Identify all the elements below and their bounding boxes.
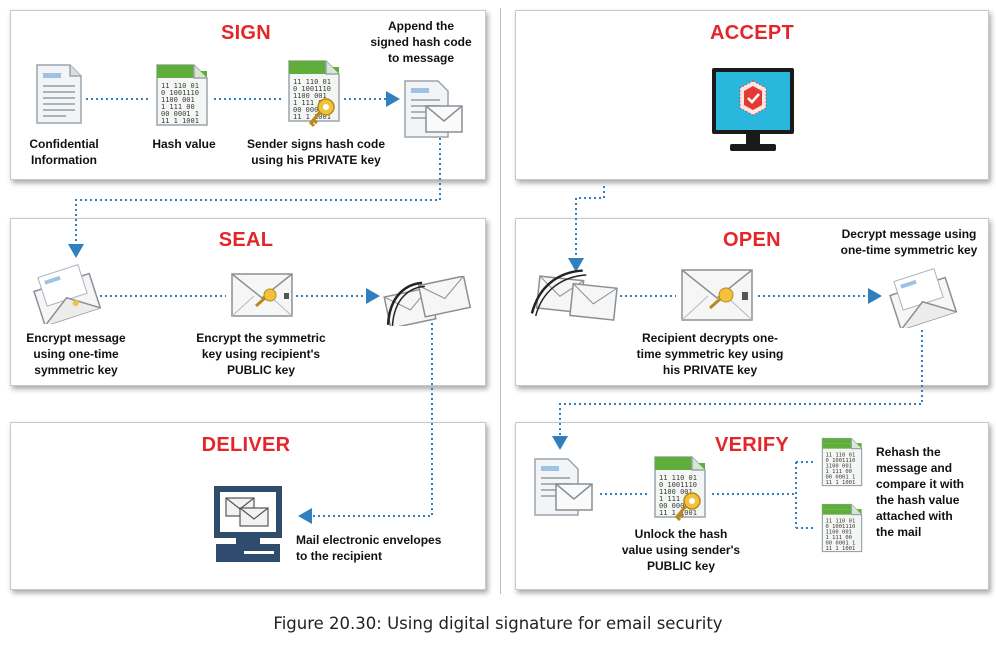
received-envelopes-icon [530, 269, 618, 321]
unlock-hash-label: Unlock the hash value using sender's PUB… [621, 527, 741, 573]
svg-text:00 0001 1: 00 0001 1 [826, 475, 856, 481]
svg-text:1 111 00: 1 111 00 [293, 99, 327, 107]
svg-text:11 110 01: 11 110 01 [161, 82, 199, 90]
envelope-with-key-icon [681, 269, 753, 321]
recipient-decrypts-label: Recipient decrypts one- time symmetric k… [636, 331, 784, 377]
open-title: OPEN [723, 229, 781, 251]
svg-text:11 110 01: 11 110 01 [826, 453, 856, 459]
encrypt-message-label: Encrypt message using one-time symmetric… [26, 331, 126, 377]
svg-text:11 110 01: 11 110 01 [293, 78, 331, 86]
private-key-icon [308, 98, 335, 128]
encrypt-key-label: Encrypt the symmetric key using recipien… [196, 331, 326, 377]
deliver-title: DELIVER [201, 434, 291, 456]
svg-text:11 1 1001: 11 1 1001 [293, 113, 331, 121]
svg-text:0 1001110: 0 1001110 [826, 524, 856, 530]
svg-text:11 1 1001: 11 1 1001 [826, 546, 856, 552]
svg-text:1100 001: 1100 001 [293, 92, 327, 100]
center-divider [500, 8, 501, 594]
svg-text:1 111 00: 1 111 00 [826, 535, 853, 541]
svg-text:1100 001: 1100 001 [659, 488, 693, 496]
verify-panel [515, 422, 989, 590]
decrypt-message-label: Decrypt message using one-time symmetric… [840, 227, 978, 257]
svg-text:11 1 1001: 11 1 1001 [826, 480, 856, 486]
svg-text:00 0001 1: 00 0001 1 [659, 502, 697, 510]
document-icon [36, 64, 82, 124]
mail-envelopes-label: Mail electronic envelopes to the recipie… [296, 533, 442, 563]
svg-text:1100 001: 1100 001 [826, 464, 853, 470]
document-with-envelope-icon [534, 458, 593, 516]
open-envelope-icon [33, 264, 102, 324]
rehash-compare-label: Rehash the message and compare it with t… [876, 445, 965, 539]
svg-text:1100 001: 1100 001 [826, 530, 853, 536]
svg-text:11 1 1001: 11 1 1001 [161, 117, 199, 125]
append-label: Append the signed hash code to message [370, 19, 472, 65]
sign-title: SIGN [220, 22, 272, 44]
figure-caption: Figure 20.30: Using digital signature fo… [273, 614, 723, 633]
svg-text:1100 001: 1100 001 [161, 96, 195, 104]
decrypted-envelope-icon [889, 268, 958, 328]
svg-text:1 111 00: 1 111 00 [161, 103, 195, 111]
seal-title: SEAL [218, 229, 274, 251]
public-key-icon [674, 492, 701, 522]
verified-monitor-icon [712, 68, 794, 151]
svg-text:00 0001 1: 00 0001 1 [161, 110, 199, 118]
confidential-label: Confidential Information [29, 137, 99, 167]
svg-text:0 1001110: 0 1001110 [659, 481, 697, 489]
document-with-envelope-icon [404, 80, 463, 138]
svg-text:0 1001110: 0 1001110 [161, 89, 199, 97]
svg-text:11 110 01: 11 110 01 [659, 474, 697, 482]
svg-text:1 111 00: 1 111 00 [826, 469, 853, 475]
accept-title: ACCEPT [709, 22, 795, 44]
sealed-envelopes-icon [383, 276, 472, 326]
svg-text:00 0001 1: 00 0001 1 [826, 541, 856, 547]
svg-text:11 1 1001: 11 1 1001 [659, 509, 697, 517]
envelope-with-key-icon [231, 273, 293, 317]
hash-value-label: Hash value [152, 137, 216, 151]
mail-computer-icon [214, 486, 282, 562]
svg-text:11 110 01: 11 110 01 [826, 519, 856, 525]
svg-text:00 0001 1: 00 0001 1 [293, 106, 331, 114]
svg-text:0 1001110: 0 1001110 [826, 458, 856, 464]
sender-signs-label: Sender signs hash code using his PRIVATE… [246, 137, 386, 167]
svg-text:1 111 00: 1 111 00 [659, 495, 693, 503]
svg-text:0 1001110: 0 1001110 [293, 85, 331, 93]
